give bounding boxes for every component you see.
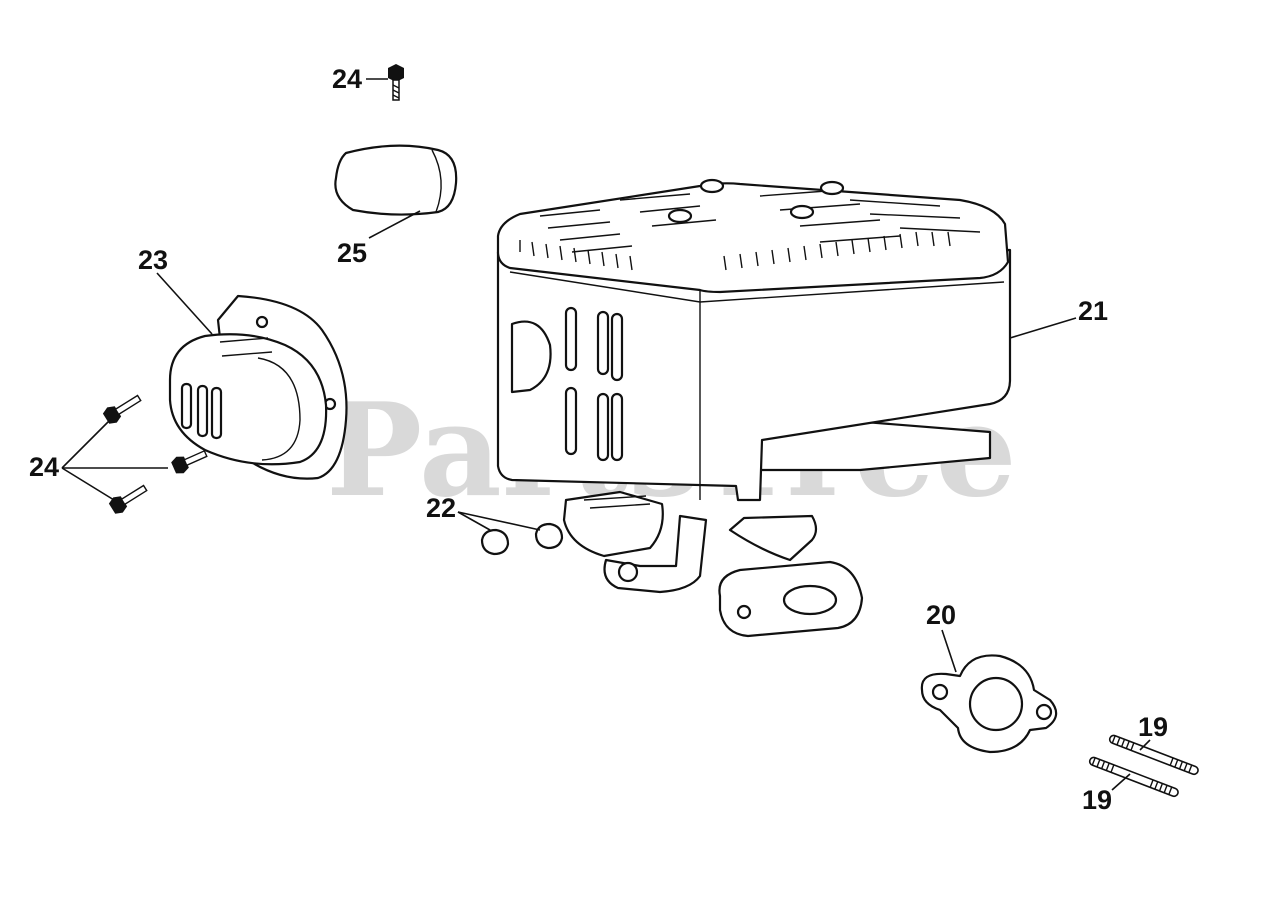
callout-20[interactable]: 20 xyxy=(926,600,956,630)
callout-24-top[interactable]: 24 xyxy=(332,64,362,94)
muffler-bolts xyxy=(667,178,845,224)
heat-shield-icon[interactable] xyxy=(168,294,348,480)
callout-labels: 24 25 23 24 22 21 20 19 19 xyxy=(29,64,1168,815)
callout-25[interactable]: 25 xyxy=(337,238,367,268)
leader-lines xyxy=(61,78,1151,791)
screw-icon-top[interactable] xyxy=(388,64,404,101)
screw-icon-left-group[interactable] xyxy=(101,390,209,516)
stud-bolt-icon[interactable] xyxy=(1088,734,1200,798)
spark-arrestor-icon[interactable] xyxy=(334,144,458,216)
muffler-vents xyxy=(519,189,981,271)
callout-24-left[interactable]: 24 xyxy=(29,452,59,482)
flange-nut-icon[interactable] xyxy=(480,522,564,556)
muffler-assembly-icon[interactable] xyxy=(496,178,1012,502)
callout-19-upper[interactable]: 19 xyxy=(1138,712,1168,742)
callout-23[interactable]: 23 xyxy=(138,245,168,275)
callout-21[interactable]: 21 xyxy=(1078,296,1108,326)
callout-22[interactable]: 22 xyxy=(426,493,456,523)
exhaust-gasket-icon[interactable] xyxy=(920,654,1058,754)
callout-19-lower[interactable]: 19 xyxy=(1082,785,1112,815)
exhaust-outlet-icon[interactable] xyxy=(562,490,864,638)
